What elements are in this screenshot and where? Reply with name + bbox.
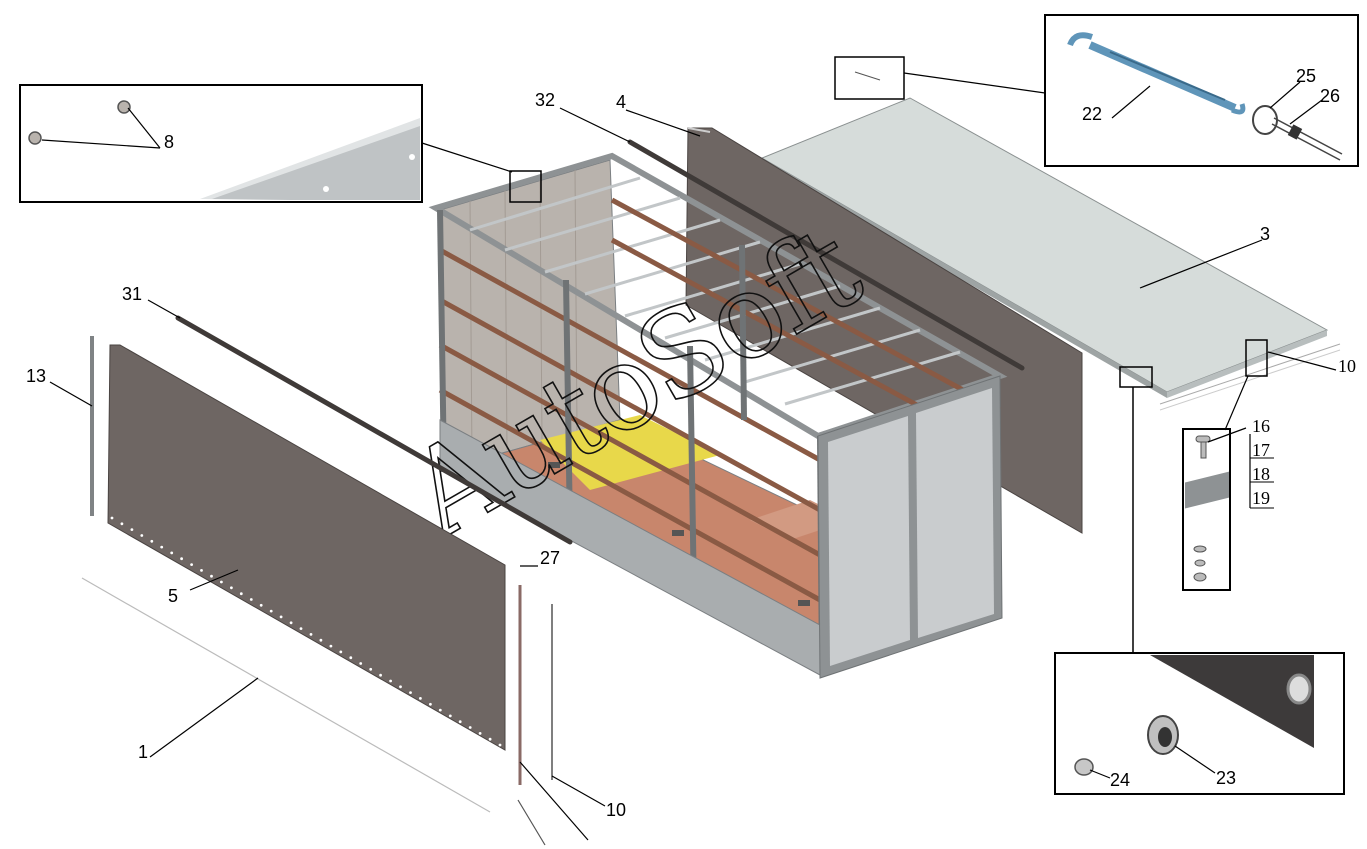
roof-tarp: [760, 97, 1341, 411]
turnbuckle-icon: [1067, 32, 1246, 115]
callout-19: 19: [1252, 488, 1270, 508]
front-side-tarp: [107, 344, 506, 751]
eyelet: [289, 621, 293, 625]
eyelet: [389, 679, 392, 683]
eyelet: [468, 726, 472, 729]
rope-1: [81, 577, 491, 813]
eyelet: [230, 586, 233, 590]
detail-inset-tensioner: [1044, 14, 1359, 167]
eyelet: [319, 638, 323, 642]
washer-icon: [1194, 559, 1206, 567]
eyelet: [409, 691, 412, 694]
eyelet: [120, 522, 124, 526]
eyelet: [200, 569, 203, 572]
callout-1: 1: [138, 742, 148, 762]
eyelet: [269, 609, 273, 613]
callout-8: 8: [164, 132, 174, 152]
eyelet: [160, 545, 164, 549]
callout-27: 27: [540, 548, 560, 568]
eyelet: [259, 603, 263, 607]
detail-inset-grommet: [1054, 652, 1345, 795]
bolt-icon: [1195, 435, 1211, 459]
grommet-icon: [1147, 715, 1179, 755]
eyelet: [249, 598, 253, 601]
eyelet: [429, 702, 432, 706]
callout-18: 18: [1252, 464, 1270, 484]
trailer-body: [428, 152, 1008, 679]
callout-17: 17: [1252, 440, 1270, 460]
callout-3: 3: [1260, 224, 1270, 244]
eyelet: [210, 574, 213, 578]
callout-10-right: 10: [1338, 356, 1356, 376]
callout-10-bottom: 10: [606, 800, 626, 820]
eyelet: [239, 592, 243, 596]
eyelet: [419, 697, 422, 700]
callout-13: 13: [26, 366, 46, 386]
callout-24: 24: [1110, 770, 1130, 790]
eyelet: [438, 708, 442, 712]
callout-22: 22: [1082, 104, 1102, 124]
eyelet: [299, 627, 303, 630]
eyelet: [478, 732, 482, 735]
callout-16: 16: [1252, 416, 1270, 436]
eyelet: [329, 644, 333, 648]
callout-31: 31: [122, 284, 142, 304]
nut-icon: [1193, 572, 1207, 582]
eyelet: [349, 656, 353, 660]
callout-23: 23: [1216, 768, 1236, 788]
top-rope-32: [627, 139, 1025, 371]
eyelet: [220, 580, 223, 584]
eyelet: [110, 516, 114, 520]
eyelet: [279, 615, 283, 619]
callout-26: 26: [1320, 86, 1340, 106]
thimble-icon: [1252, 105, 1343, 161]
detail-inset-8: [19, 84, 423, 203]
top-rope-31: [175, 315, 573, 545]
callout-25: 25: [1296, 66, 1316, 86]
callout-32: 32: [535, 90, 555, 110]
eyelet: [140, 534, 144, 537]
eyelet: [130, 528, 134, 531]
eyelet: [180, 557, 184, 561]
eyelet: [498, 743, 502, 747]
eyelet: [309, 633, 313, 636]
eyelet: [458, 720, 462, 724]
nut-icon: [1074, 758, 1094, 776]
callout-5: 5: [168, 586, 178, 606]
detail-inset-bolt: [1182, 428, 1231, 591]
eyelet: [369, 667, 373, 671]
eyelet: [170, 551, 174, 555]
eyelet: [190, 563, 194, 566]
eyelet: [359, 662, 363, 665]
callout-4: 4: [616, 92, 626, 112]
nut-icon: [117, 100, 131, 114]
eyelet: [448, 714, 452, 718]
eyelet: [379, 673, 382, 677]
nut-icon: [28, 131, 42, 145]
callout-labels: 8 32 4 31 13 5 1 27 10 3 10 22 25 26 16 …: [26, 66, 1356, 820]
eyelet: [150, 539, 154, 543]
leader-lines: [41, 81, 1337, 841]
eyelet: [339, 650, 343, 654]
eyelet: [488, 737, 492, 741]
eyelet: [399, 685, 402, 689]
washer-icon: [1193, 545, 1207, 553]
